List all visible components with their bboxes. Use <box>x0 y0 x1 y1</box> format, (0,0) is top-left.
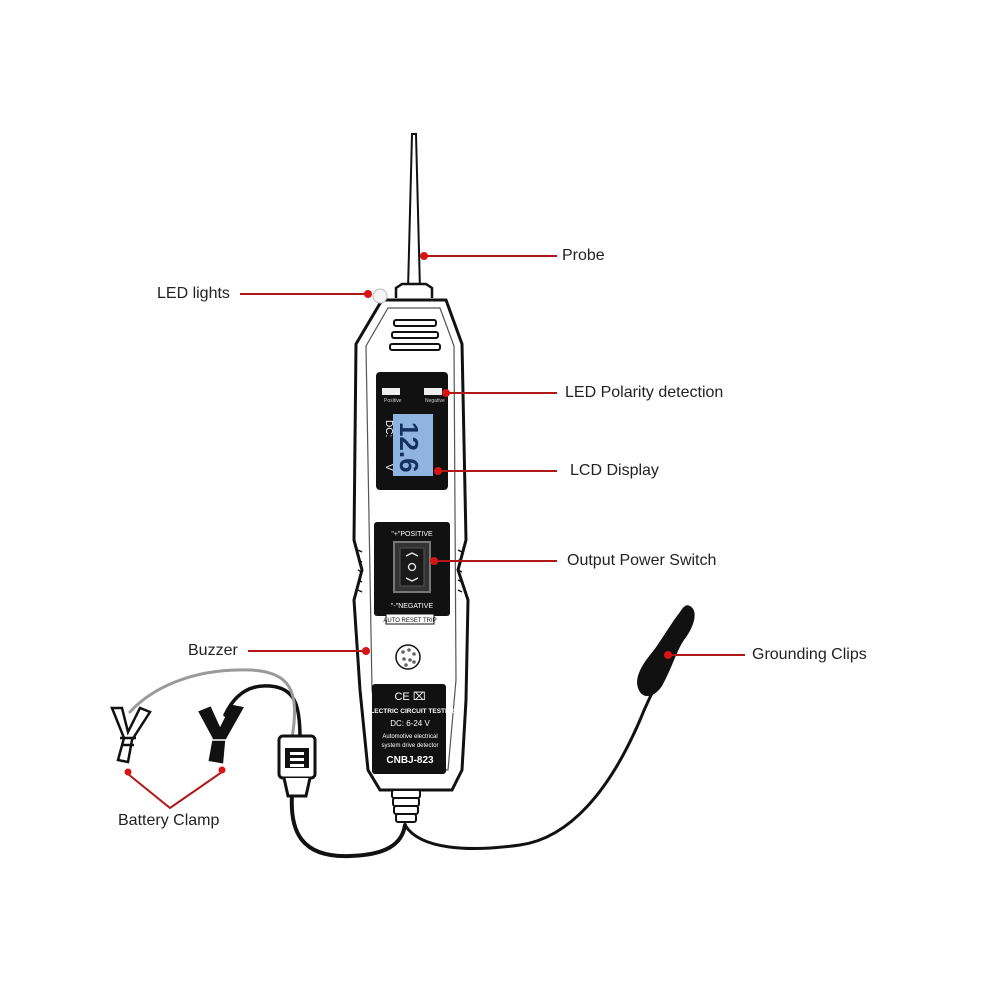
desc-line-2: system drive detector <box>381 743 438 749</box>
led-indicator-negative <box>424 388 442 395</box>
strain-relief <box>391 789 421 823</box>
led-light-icon <box>372 288 388 304</box>
led-label-positive: Positive <box>384 398 402 404</box>
positive-label: "+"POSITIVE <box>391 531 433 538</box>
negative-label: "-"NEGATIVE <box>391 603 434 610</box>
lcd-reading: 12.6 <box>394 422 424 473</box>
switch-symbols-icon <box>405 552 419 582</box>
probe-tip <box>406 133 422 291</box>
callout-dots <box>124 252 672 776</box>
battery-clamp-black-icon <box>198 704 244 764</box>
cert-marks: CE ⌧ <box>394 691 425 703</box>
callout-led-polarity: LED Polarity detection <box>565 384 724 401</box>
product-title: ELECTRIC CIRCUIT TESTER <box>366 708 454 715</box>
tester-body: Positive Negative DC: 12.6 V "+"POSITIVE… <box>352 133 470 823</box>
lcd-screen <box>393 414 433 476</box>
led-label-negative: Negative <box>425 398 445 404</box>
callout-grounding-clips: Grounding Clips <box>752 646 867 663</box>
reset-label: AUTO RESET TRIP <box>383 618 436 624</box>
callout-battery-clamp: Battery Clamp <box>118 812 220 829</box>
cable-plug <box>277 734 317 798</box>
led-indicator-positive <box>382 388 400 395</box>
voltage-range: DC: 6-24 V <box>390 719 430 728</box>
battery-clamp-leader <box>127 771 223 810</box>
callout-probe: Probe <box>562 247 605 264</box>
buzzer-grille-icon <box>395 644 421 670</box>
dc-label: DC: <box>383 420 394 437</box>
grey-battery-wire <box>128 668 297 740</box>
callout-output-power-switch: Output Power Switch <box>567 552 717 569</box>
model-number: CNBJ-823 <box>386 755 434 766</box>
desc-line-1: Automotive electrical <box>382 734 437 740</box>
main-cable <box>289 793 407 859</box>
callout-lcd-display: LCD Display <box>570 462 659 479</box>
callout-lines <box>127 255 745 810</box>
unit-label: V <box>383 464 394 471</box>
info-panel <box>372 684 446 774</box>
callout-buzzer: Buzzer <box>188 642 238 659</box>
battery-clamp-red-icon <box>110 706 152 764</box>
black-battery-wire <box>223 684 302 740</box>
grounding-clip-icon <box>637 605 695 697</box>
top-vents <box>389 319 441 351</box>
callout-led-lights: LED lights <box>157 285 230 302</box>
